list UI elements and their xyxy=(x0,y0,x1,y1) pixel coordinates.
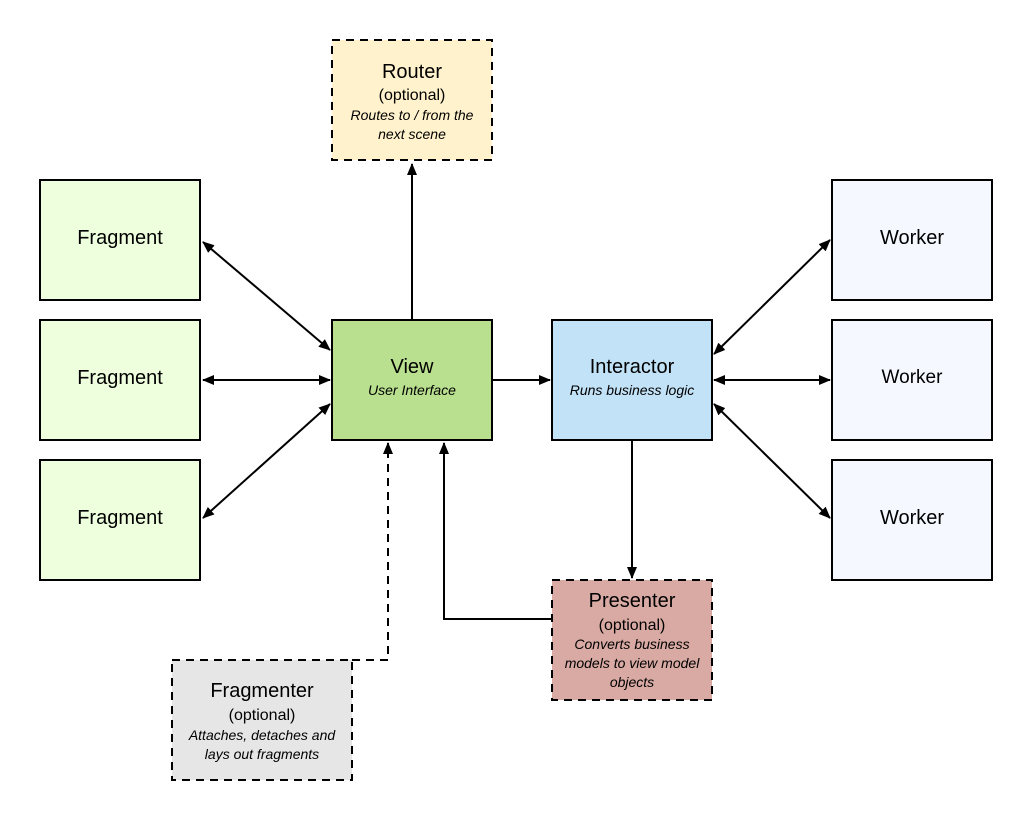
edge-fragment-1-view xyxy=(202,241,331,351)
fragment-node-2: Fragment xyxy=(39,319,201,441)
edge-interactor-worker-1 xyxy=(713,239,831,355)
interactor-box xyxy=(551,319,713,441)
edge-fragment-3-view xyxy=(202,403,331,519)
edge-interactor-worker-3 xyxy=(713,403,831,519)
view-box xyxy=(331,319,493,441)
worker-label-3: Worker xyxy=(880,507,944,529)
worker-box-2 xyxy=(831,319,993,441)
router-box xyxy=(331,39,493,161)
fragment-label-3: Fragment xyxy=(77,507,163,529)
edge-fragmenter-view xyxy=(352,442,393,661)
worker-box-3 xyxy=(831,459,993,581)
fragment-node-3: Fragment xyxy=(39,459,201,581)
worker-node-3: Worker xyxy=(831,459,993,581)
fragmenter-box xyxy=(171,659,353,781)
presenter-desc-line-3: objects xyxy=(610,674,654,690)
router-desc-line-1: Routes to / from the xyxy=(351,107,474,123)
fragmenter-optional-label: (optional) xyxy=(229,707,296,724)
fragmenter-title: Fragmenter xyxy=(210,680,314,702)
view-desc: User Interface xyxy=(368,382,456,398)
presenter-node: Presenter (optional) Converts business m… xyxy=(551,579,713,701)
fragment-node-1: Fragment xyxy=(39,179,201,301)
fragment-box-2 xyxy=(39,319,201,441)
presenter-title: Presenter xyxy=(589,590,676,612)
view-title: View xyxy=(391,356,435,378)
fragment-label-2: Fragment xyxy=(77,367,163,389)
fragmenter-desc-line-2: lays out fragments xyxy=(205,746,319,762)
view-node: View User Interface xyxy=(331,319,493,441)
router-optional-label: (optional) xyxy=(379,87,446,104)
fragment-column: Fragment Fragment Fragment xyxy=(39,179,201,581)
presenter-optional-label: (optional) xyxy=(599,617,666,634)
interactor-desc: Runs business logic xyxy=(570,382,695,398)
fragmenter-desc-line-1: Attaches, detaches and xyxy=(188,727,337,743)
fragment-label-1: Fragment xyxy=(77,227,163,249)
worker-node-1: Worker xyxy=(831,179,993,301)
router-node: Router (optional) Routes to / from the n… xyxy=(331,39,493,161)
edges xyxy=(202,163,831,661)
presenter-desc-line-1: Converts business xyxy=(574,636,689,652)
interactor-title: Interactor xyxy=(590,356,675,378)
fragment-box-3 xyxy=(39,459,201,581)
worker-node-2: Worker xyxy=(831,319,993,441)
edge-presenter-view xyxy=(439,442,552,620)
worker-label-1: Worker xyxy=(880,227,944,249)
worker-box-1 xyxy=(831,179,993,301)
worker-label-2: Worker xyxy=(882,367,944,388)
router-title: Router xyxy=(382,61,442,83)
fragment-box-1 xyxy=(39,179,201,301)
fragmenter-node: Fragmenter (optional) Attaches, detaches… xyxy=(171,659,353,781)
interactor-node: Interactor Runs business logic xyxy=(551,319,713,441)
router-desc-line-2: next scene xyxy=(378,126,446,142)
worker-column: Worker Worker Worker xyxy=(831,179,993,581)
presenter-box xyxy=(551,579,713,701)
presenter-desc-line-2: models to view model xyxy=(565,655,701,671)
